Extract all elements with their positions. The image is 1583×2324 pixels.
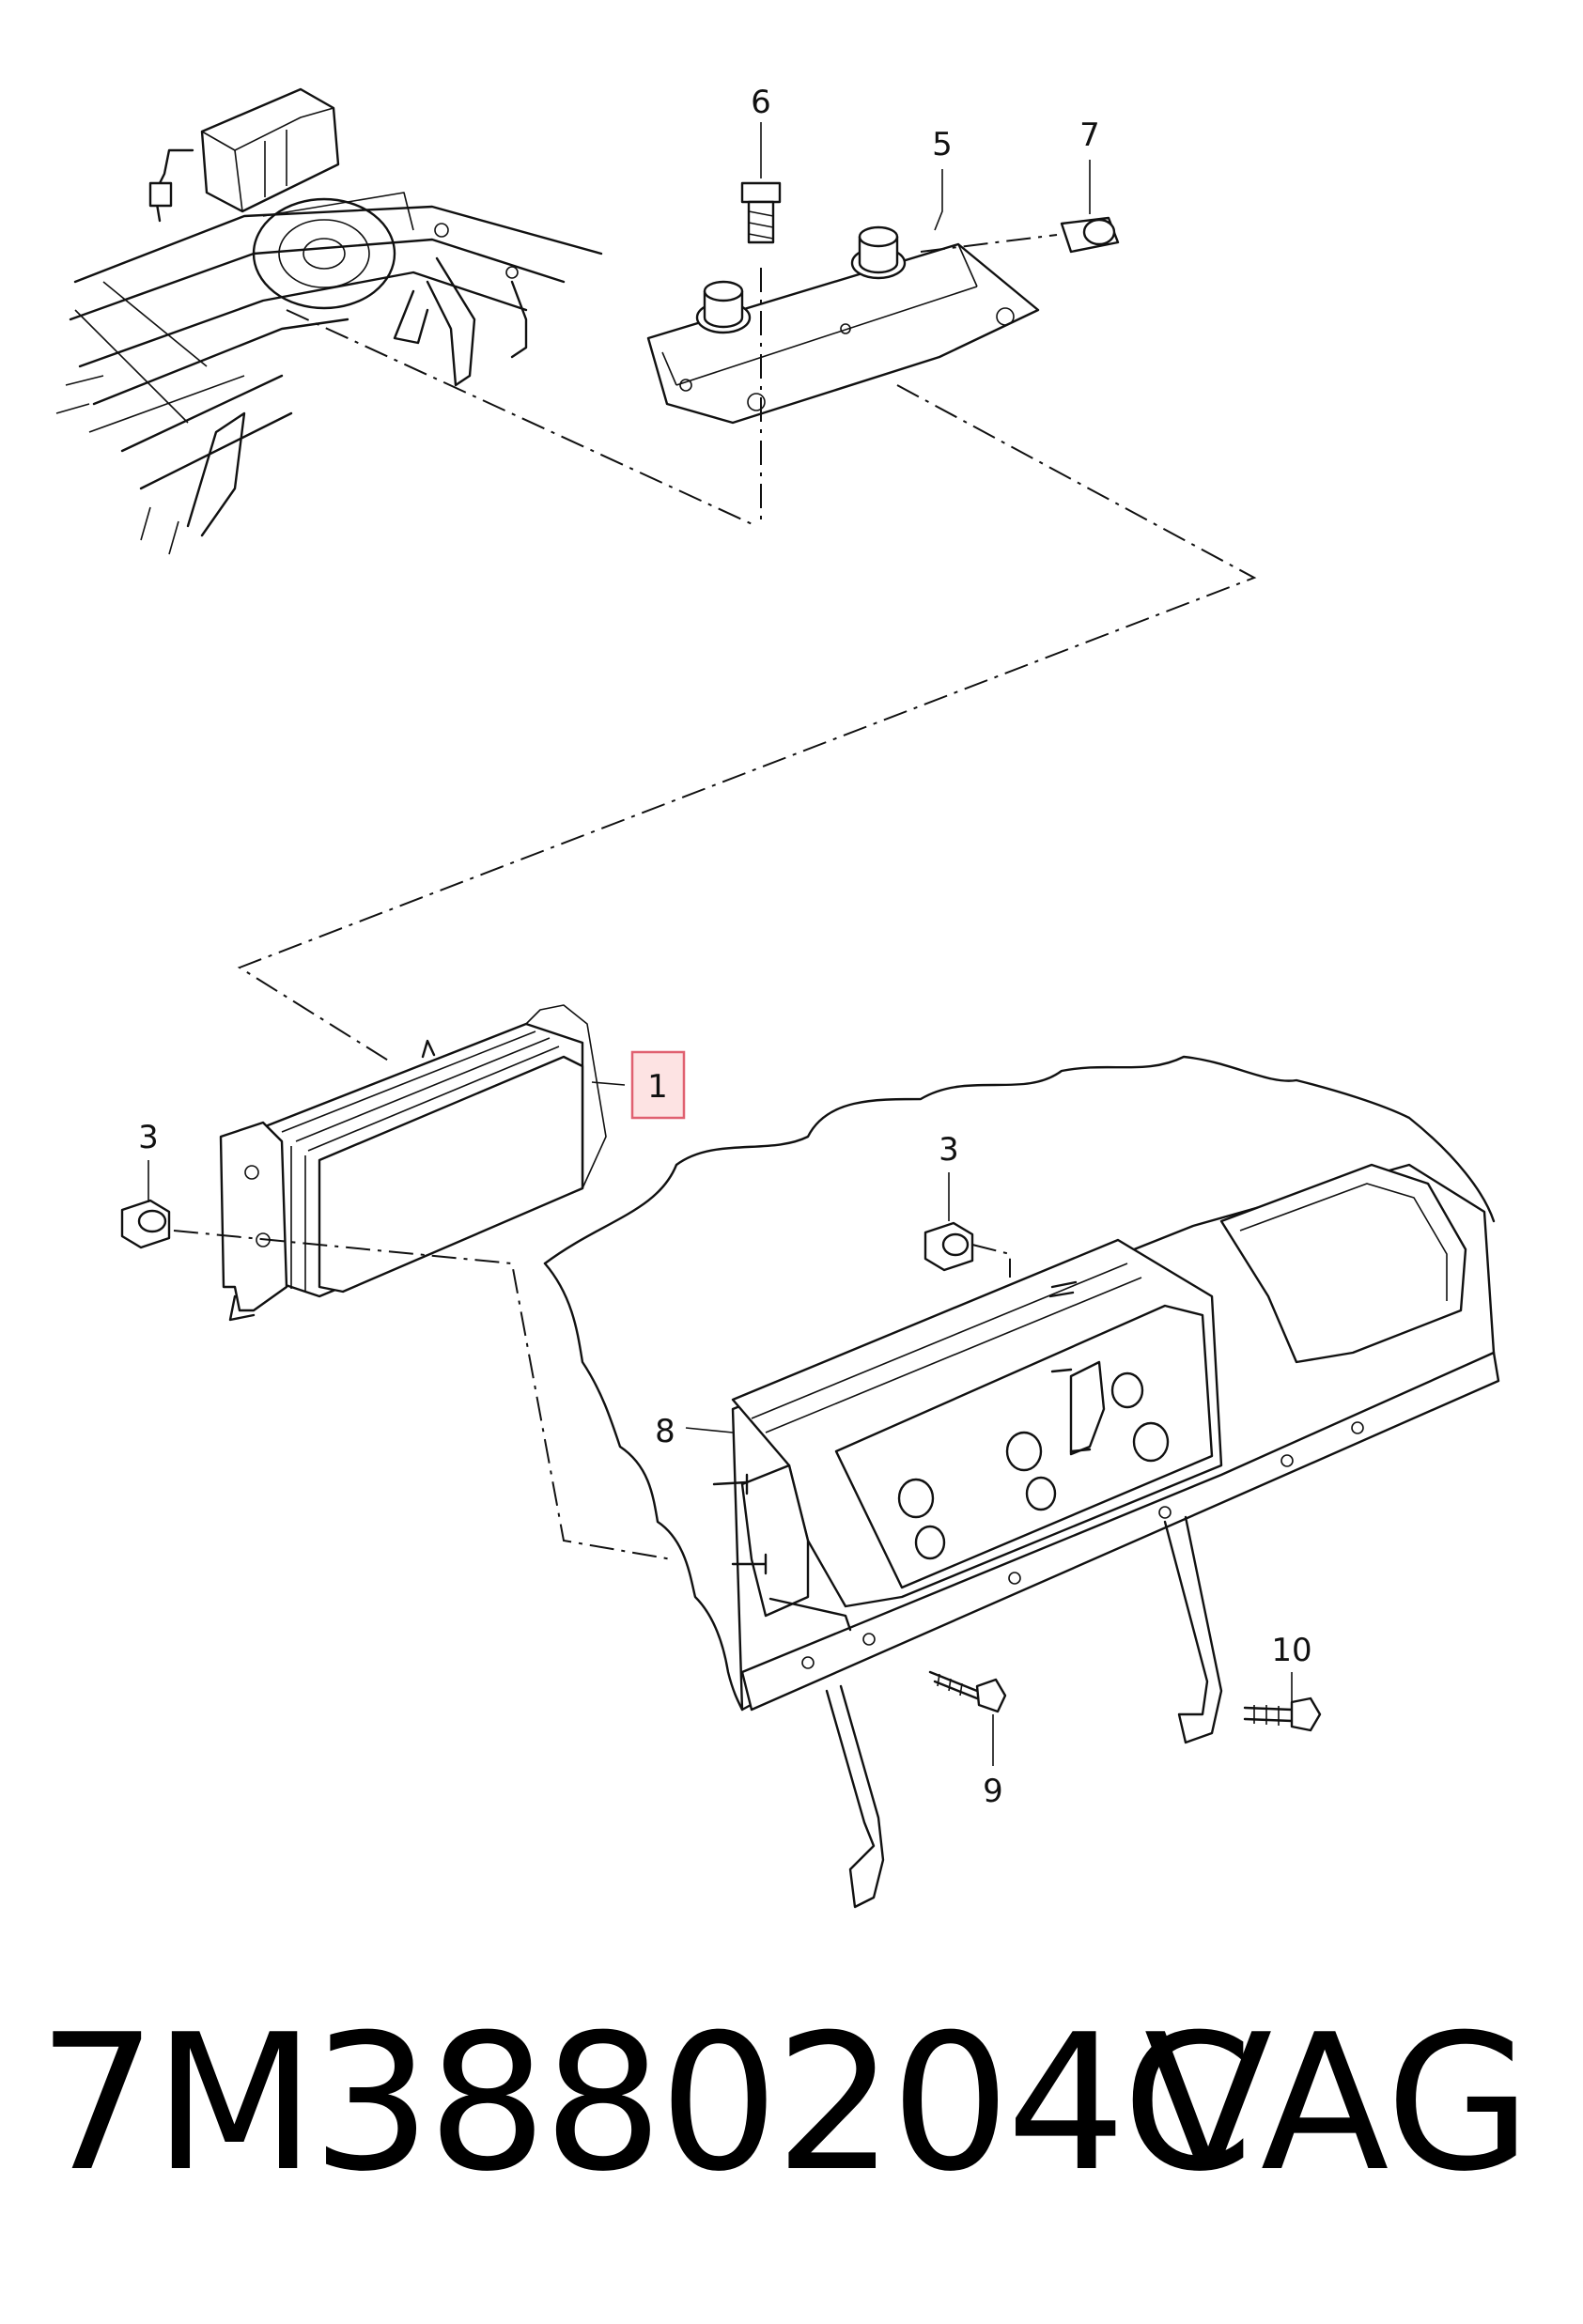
leader-lines [147, 122, 1293, 1766]
screw-9-illustration [928, 1670, 1007, 1713]
callout-10: 10 [1271, 1632, 1311, 1669]
callout-5: 5 [932, 126, 953, 163]
part-number: 7M3880204C [38, 1994, 1253, 2213]
callout-3-right: 3 [939, 1131, 959, 1169]
nut-3-right-illustration [923, 1221, 974, 1272]
callout-1: 1 [647, 1068, 668, 1106]
frame-assembly-illustration [55, 87, 603, 555]
callout-1-highlight-box [630, 1050, 686, 1120]
callout-9: 9 [983, 1773, 1003, 1810]
screw-10-illustration [1243, 1697, 1322, 1732]
airbag-module-illustration [219, 1004, 607, 1322]
callout-7: 7 [1079, 116, 1100, 154]
callout-3-left: 3 [138, 1119, 159, 1156]
callout-8: 8 [655, 1413, 675, 1450]
brand-name: VAG [1143, 1994, 1531, 2213]
nut-3-left-illustration [120, 1199, 171, 1249]
dashboard-panel-illustration [543, 1055, 1500, 1909]
bolt-6-illustration [740, 181, 782, 244]
assembly-guide-lines [173, 234, 1257, 1560]
mounting-bracket-illustration [646, 225, 1040, 425]
footer: 7M3880204C VAG [0, 1982, 1583, 2226]
nut-7-illustration [1060, 216, 1120, 254]
callout-6: 6 [751, 84, 771, 121]
